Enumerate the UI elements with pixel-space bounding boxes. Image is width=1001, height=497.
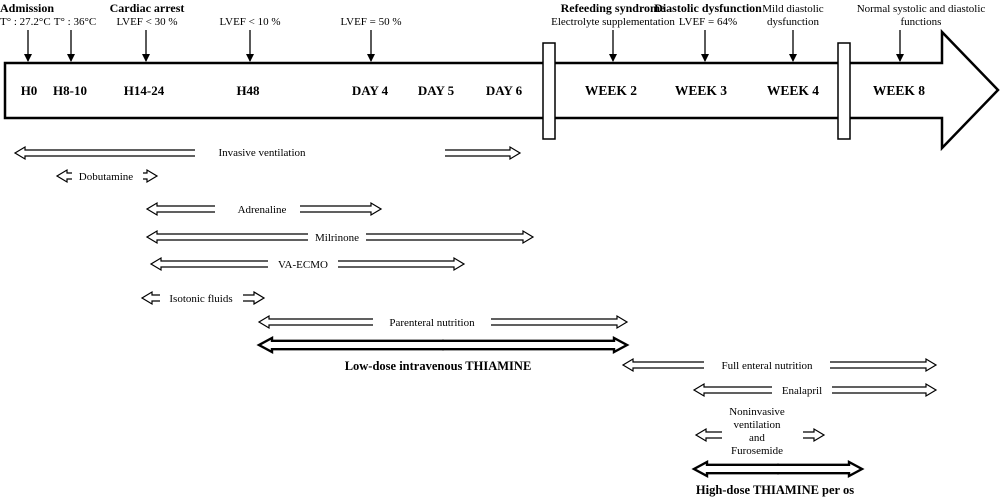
treatment-label: Dobutamine — [79, 171, 133, 183]
span-start-arrow — [140, 290, 160, 306]
span-start-arrow — [694, 427, 722, 443]
timeline-labels: H0 H8-10 H14-24 H48 DAY 4 DAY 5 DAY 6 WE… — [21, 83, 926, 98]
event-text: Electrolyte supplementation — [551, 16, 675, 28]
treatment-milrinone: Milrinone — [145, 229, 535, 245]
treatment-label: Adrenaline — [238, 204, 287, 216]
event-text: LVEF < 10 % — [219, 16, 280, 28]
span-start-arrow — [145, 201, 215, 217]
span-end-arrow — [491, 314, 629, 330]
event-diastolic-dysfunction: Diastolic dysfunction LVEF = 64% — [654, 1, 762, 62]
treatment-high-dose-thiamine: High-dose THIAMINE per os — [691, 459, 865, 497]
span-end-arrow — [832, 382, 938, 398]
span-start-arrow — [145, 229, 308, 245]
treatment-isotonic-fluids: Isotonic fluids — [140, 290, 266, 306]
timeline-label: WEEK 8 — [873, 83, 925, 98]
span-end-arrow — [803, 427, 826, 443]
treatment-adrenaline: Adrenaline — [145, 201, 383, 217]
treatment-label: Enalapril — [782, 385, 822, 397]
event-cardiac-arrest: Cardiac arrest LVEF < 30 % — [110, 1, 185, 62]
span-end-arrow — [777, 459, 865, 479]
treatment-label: High-dose THIAMINE per os — [696, 483, 854, 497]
event-text: T° : 27.2°C — [0, 16, 51, 28]
treatment-label-line: and — [749, 432, 765, 444]
span-end-arrow — [300, 201, 383, 217]
timeline-label: DAY 5 — [418, 83, 455, 98]
treatment-label-line: Furosemide — [731, 445, 783, 457]
event-text-line: Normal systolic and diastolic — [857, 3, 986, 15]
span-start-arrow — [257, 314, 373, 330]
event-title: Cardiac arrest — [110, 1, 185, 15]
span-end-arrow — [143, 168, 159, 184]
treatment-dobutamine: Dobutamine — [55, 168, 159, 184]
event-title: Refeeding syndrome — [561, 1, 666, 15]
event-text-line: dysfunction — [767, 16, 819, 28]
event-lvef-10: LVEF < 10 % — [219, 16, 281, 62]
timeline-break-marker — [542, 42, 556, 140]
event-text-line: Mild diastolic — [762, 3, 824, 15]
event-lvef-50: LVEF = 50 % — [340, 16, 402, 62]
timeline-label: H0 — [21, 83, 38, 98]
event-normal-functions: Normal systolic and diastolic functions — [857, 3, 986, 62]
event-text-line: functions — [901, 16, 942, 28]
span-start-arrow — [13, 145, 195, 161]
treatment-label: Parenteral nutrition — [389, 317, 475, 329]
treatment-parenteral-nutrition: Parenteral nutrition — [257, 314, 629, 330]
event-refeeding-syndrome: Refeeding syndrome Electrolyte supplemen… — [551, 1, 675, 62]
treatment-enalapril: Enalapril — [692, 382, 938, 398]
span-end-arrow — [445, 145, 522, 161]
treatment-label: Invasive ventilation — [218, 147, 306, 159]
timeline-break-marker — [837, 42, 851, 140]
timeline-label: WEEK 4 — [767, 83, 819, 98]
event-title: Admission — [0, 1, 54, 15]
treatment-full-enteral-nutrition: Full enteral nutrition — [621, 357, 938, 373]
treatment-invasive-ventilation: Invasive ventilation — [13, 145, 522, 161]
span-end-arrow — [243, 290, 266, 306]
span-end-arrow — [830, 357, 938, 373]
span-start-arrow — [149, 256, 268, 272]
timeline-label: WEEK 2 — [585, 83, 637, 98]
timeline-label: H8-10 — [53, 83, 87, 98]
treatment-label: Isotonic fluids — [169, 293, 232, 305]
event-text: T° : 36°C — [54, 16, 96, 28]
event-text: LVEF = 50 % — [340, 16, 401, 28]
span-start-arrow — [621, 357, 704, 373]
span-end-arrow — [338, 256, 466, 272]
treatment-label-line: ventilation — [733, 419, 781, 431]
treatment-noninvasive-ventilation-furosemide: Noninvasive ventilation and Furosemide — [694, 406, 826, 457]
event-text: LVEF < 30 % — [116, 16, 177, 28]
treatment-label-line: Noninvasive — [729, 406, 785, 418]
timeline-arrow — [3, 28, 1000, 152]
event-title: Diastolic dysfunction — [654, 1, 762, 15]
timeline-label: H48 — [236, 83, 260, 98]
span-end-arrow — [442, 335, 630, 355]
treatment-label: Milrinone — [315, 232, 359, 244]
treatment-label: Low-dose intravenous THIAMINE — [345, 359, 532, 373]
span-start-arrow — [692, 382, 772, 398]
treatment-low-dose-thiamine: Low-dose intravenous THIAMINE — [256, 335, 630, 373]
timeline-label: WEEK 3 — [675, 83, 727, 98]
event-text: LVEF = 64% — [679, 16, 737, 28]
span-start-arrow — [691, 459, 779, 479]
timeline-label: H14-24 — [124, 83, 165, 98]
event-mild-diastolic-dysfunction: Mild diastolic dysfunction — [762, 3, 824, 62]
span-end-arrow — [366, 229, 535, 245]
timeline-label: DAY 4 — [352, 83, 389, 98]
span-start-arrow — [256, 335, 444, 355]
span-start-arrow — [55, 168, 72, 184]
timeline-label: DAY 6 — [486, 83, 523, 98]
treatment-label: VA-ECMO — [278, 259, 328, 271]
treatment-label: Full enteral nutrition — [721, 360, 813, 372]
event-admission: Admission T° : 27.2°C — [0, 1, 54, 62]
treatment-va-ecmo: VA-ECMO — [149, 256, 466, 272]
event-temperature-36: T° : 36°C — [54, 16, 96, 62]
